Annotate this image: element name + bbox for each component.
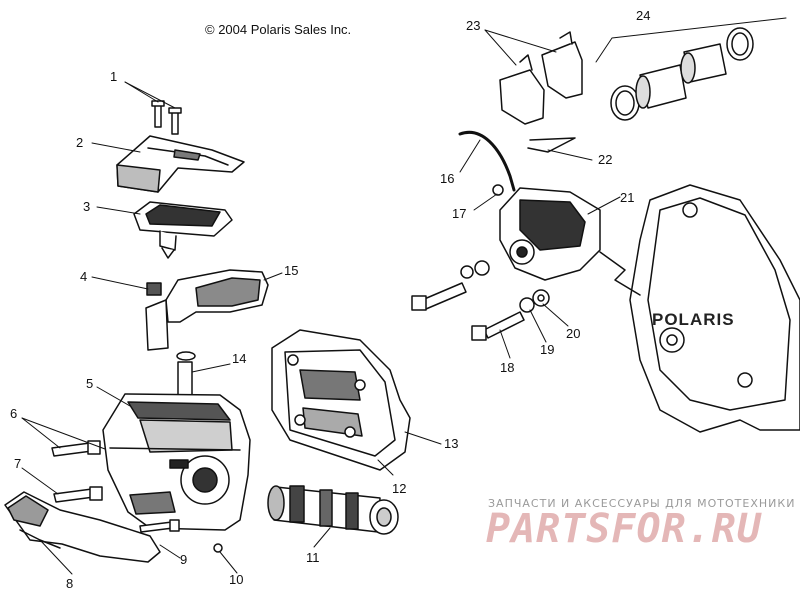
part-16-line: [458, 130, 516, 192]
callout-20: 20: [566, 326, 580, 341]
callout-13: 13: [444, 436, 458, 451]
part-9-bolt: [139, 519, 180, 533]
part-18-bolt: [411, 282, 467, 311]
callout-9: 9: [180, 552, 187, 567]
part-10-nut: [213, 543, 223, 553]
part-1-screws: [151, 100, 182, 135]
callout-10: 10: [229, 572, 243, 587]
part-4-spring: [146, 282, 162, 296]
callout-15: 15: [284, 263, 298, 278]
copyright-text: © 2004 Polaris Sales Inc.: [205, 22, 352, 37]
callout-21: 21: [620, 190, 634, 205]
callout-3: 3: [83, 199, 90, 214]
part-15-lever: [145, 269, 269, 351]
callout-19: 19: [540, 342, 554, 357]
part-12-13-cover-plate: [271, 329, 411, 471]
callout-12: 12: [392, 481, 406, 496]
callout-1: 1: [110, 69, 117, 84]
callout-4: 4: [80, 269, 87, 284]
polaris-logo: POLARIS: [652, 310, 735, 329]
callout-24: 24: [636, 8, 650, 23]
callout-6: 6: [10, 406, 17, 421]
part-18-bolt-lower: [471, 311, 525, 341]
part-3-diaphragm: [133, 201, 233, 259]
watermark-tagline: ЗАПЧАСТИ И АКСЕССУАРЫ ДЛЯ МОТОТЕХНИКИ: [488, 497, 796, 510]
leader-lines: [21, 17, 787, 575]
part-24-piston-kit: [610, 27, 754, 121]
part-5-housing: [102, 393, 251, 531]
part-22-clip: [527, 137, 576, 153]
part-7-bolt: [53, 486, 103, 503]
part-21-caliper: [492, 184, 601, 281]
part-2-reservoir-cover: [116, 135, 245, 193]
callout-17: 17: [452, 206, 466, 221]
callout-16: 16: [440, 171, 454, 186]
part-6-bolt: [51, 440, 101, 457]
callout-18: 18: [500, 360, 514, 375]
callout-23: 23: [466, 18, 480, 33]
callout-2: 2: [76, 135, 83, 150]
callout-5: 5: [86, 376, 93, 391]
callout-labels: 1 2 3 4 5 6 7 8 9 10 11 12 13 14 15 16 1…: [10, 8, 650, 589]
callout-8: 8: [66, 576, 73, 589]
callout-22: 22: [598, 152, 612, 167]
part-23-brake-pads: [499, 31, 583, 125]
drive-cover: [599, 184, 800, 433]
part-19-20-washers: [460, 260, 550, 313]
callout-14: 14: [232, 351, 246, 366]
callout-7: 7: [14, 456, 21, 471]
watermark-logo: PARTSFOR.RU: [486, 506, 762, 552]
part-11-piston: [267, 485, 399, 535]
callout-11: 11: [306, 550, 320, 565]
